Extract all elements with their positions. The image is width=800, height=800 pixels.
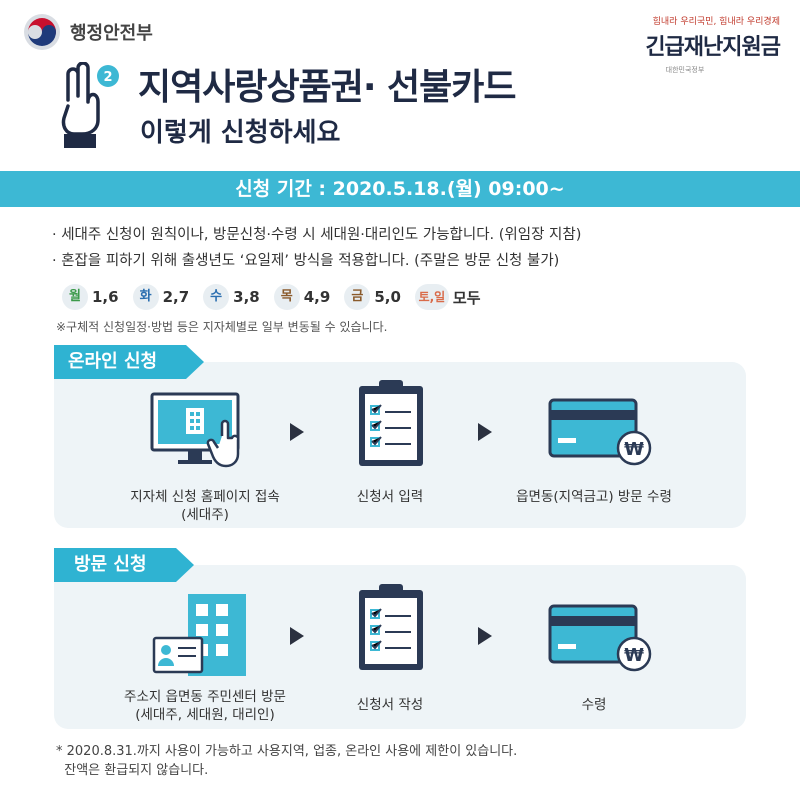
payment-card-icon: ₩ [548,398,652,466]
day-numbers-tue: 2,7 [162,288,190,306]
day-chip-tue: 화 [132,284,159,310]
slogan-title: 긴급재난지원금 [645,35,781,60]
online-step-1-label: 지자체 신청 홈페이지 접속 (세대주) [130,489,280,523]
hand-two-fingers-icon: 2 [61,62,119,148]
taegeuk-logo-icon [24,14,60,50]
note-item: · 혼잡을 피하기 위해 출생년도 ‘요일제’ 방식을 적용합니다. (주말은 … [52,253,560,269]
day-chip-weekend: 토,일 [414,284,449,310]
online-ribbon: 온라인 신청 [54,345,204,379]
building-id-card-icon [152,594,246,676]
notes-list: · 세대주 신청이 원칙이나, 방문신청·수령 시 세대원·대리인도 가능합니다… [52,222,581,274]
day-numbers-mon: 1,6 [92,288,119,306]
day-chip-mon: 월 [62,284,88,310]
schedule-footnote: ※구체적 신청일정·방법 등은 지자체별로 일부 변동될 수 있습니다. [56,320,388,334]
flow-arrow-icon [290,423,304,441]
page-title: 지역사랑상품권· 선불카드 [138,67,517,108]
computer-click-icon [150,392,240,468]
slogan-org: 대한민국정부 [665,66,705,74]
day-chip-wed: 수 [203,284,230,310]
clipboard-checklist-icon [359,584,423,670]
day-numbers-wed: 3,8 [233,288,260,306]
online-step-3-label: 읍면동(지역금고) 방문 수령 [516,489,672,505]
slogan-subtitle: 힘내라 우리국민, 힘내라 우리경제 [652,17,780,27]
online-step-2-label: 신청서 입력 [356,489,424,505]
note-item: · 세대주 신청이 원칙이나, 방문신청·수령 시 세대원·대리인도 가능합니다… [52,227,582,243]
visit-step-3-label: 수령 [581,697,607,713]
ministry-name: 행정안전부 [70,23,153,44]
day-numbers-thu: 4,9 [303,288,331,306]
day-numbers-fri: 5,0 [374,288,401,306]
ministry-logo-block: 행정안전부 [22,12,153,52]
payment-card-icon: ₩ [548,604,652,672]
flow-arrow-icon [478,627,492,645]
step-badge-number: 2 [103,70,112,85]
flow-arrow-icon [290,627,304,645]
visit-ribbon: 방문 신청 [54,548,194,582]
application-period-banner: 신청 기간 : 2020.5.18.(월) 09:00~ [0,171,800,207]
visit-step-2-label: 신청서 작성 [356,697,424,713]
usage-restriction-note: * 2020.8.31.까지 사용이 가능하고 사용지역, 업종, 온라인 사용… [56,744,518,778]
slogan-block: 힘내라 우리국민, 힘내라 우리경제 긴급재난지원금 대한민국정부 [590,14,781,75]
visit-step-1-label: 주소지 읍면동 주민센터 방문 (세대주, 세대원, 대리인) [124,689,286,723]
day-numbers-weekend: 모두 [452,288,481,307]
visit-ribbon-label: 방문 신청 [74,554,147,575]
won-symbol: ₩ [624,439,644,460]
day-chip-thu: 목 [273,284,300,310]
online-ribbon-label: 온라인 신청 [68,351,158,372]
day-schedule: 월 1,6 화 2,7 수 3,8 목 4,9 금 5,0 토,일 모두 [62,284,491,310]
day-chip-fri: 금 [344,284,371,310]
page-subtitle: 이렇게 신청하세요 [140,118,341,148]
flow-arrow-icon [478,423,492,441]
won-symbol: ₩ [624,645,644,666]
clipboard-checklist-icon [359,380,423,466]
